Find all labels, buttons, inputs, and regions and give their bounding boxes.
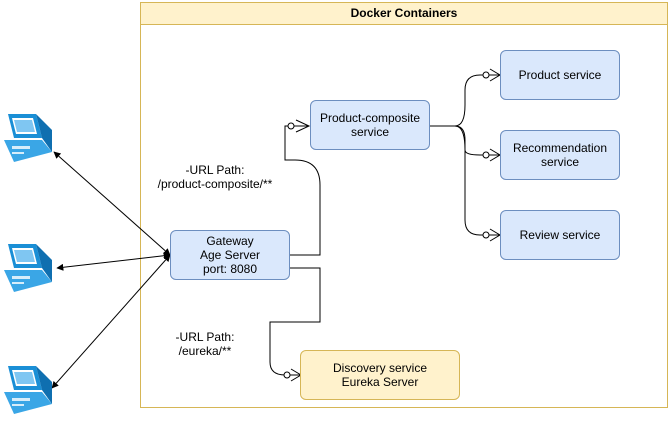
eureka-url-path-label: -URL Path: /eureka/** (165, 330, 245, 358)
desktop-computer-icon[interactable] (2, 240, 54, 296)
edge-client3-to-gateway (51, 254, 171, 389)
crowfoot-review (482, 228, 501, 242)
crowfoot-discovery (283, 368, 302, 382)
composite-url-path-label: -URL Path: /product-composite/** (150, 163, 280, 191)
crowfoot-composite (287, 119, 311, 133)
crowfoot-product (482, 68, 501, 82)
edge-client2-to-gateway (56, 252, 171, 271)
gateway-node[interactable]: Gateway Age Server port: 8080 (170, 230, 290, 280)
review-service-node[interactable]: Review service (500, 210, 620, 260)
edge-composite-to-product (430, 74, 500, 127)
edge-gateway-to-discovery (269, 267, 321, 376)
docker-containers-title: Docker Containers (141, 3, 667, 25)
product-composite-node[interactable]: Product-composite service (310, 100, 430, 150)
recommendation-service-node[interactable]: Recommendation service (500, 130, 620, 180)
edge-gateway-to-composite (284, 125, 321, 256)
desktop-computer-icon[interactable] (2, 362, 54, 418)
product-service-node[interactable]: Product service (500, 50, 620, 100)
discovery-service-node[interactable]: Discovery service Eureka Server (300, 350, 460, 400)
crowfoot-recommendation (482, 148, 501, 162)
edge-client1-to-gateway (53, 151, 171, 256)
edge-composite-to-review (430, 125, 500, 236)
desktop-computer-icon[interactable] (2, 110, 54, 166)
